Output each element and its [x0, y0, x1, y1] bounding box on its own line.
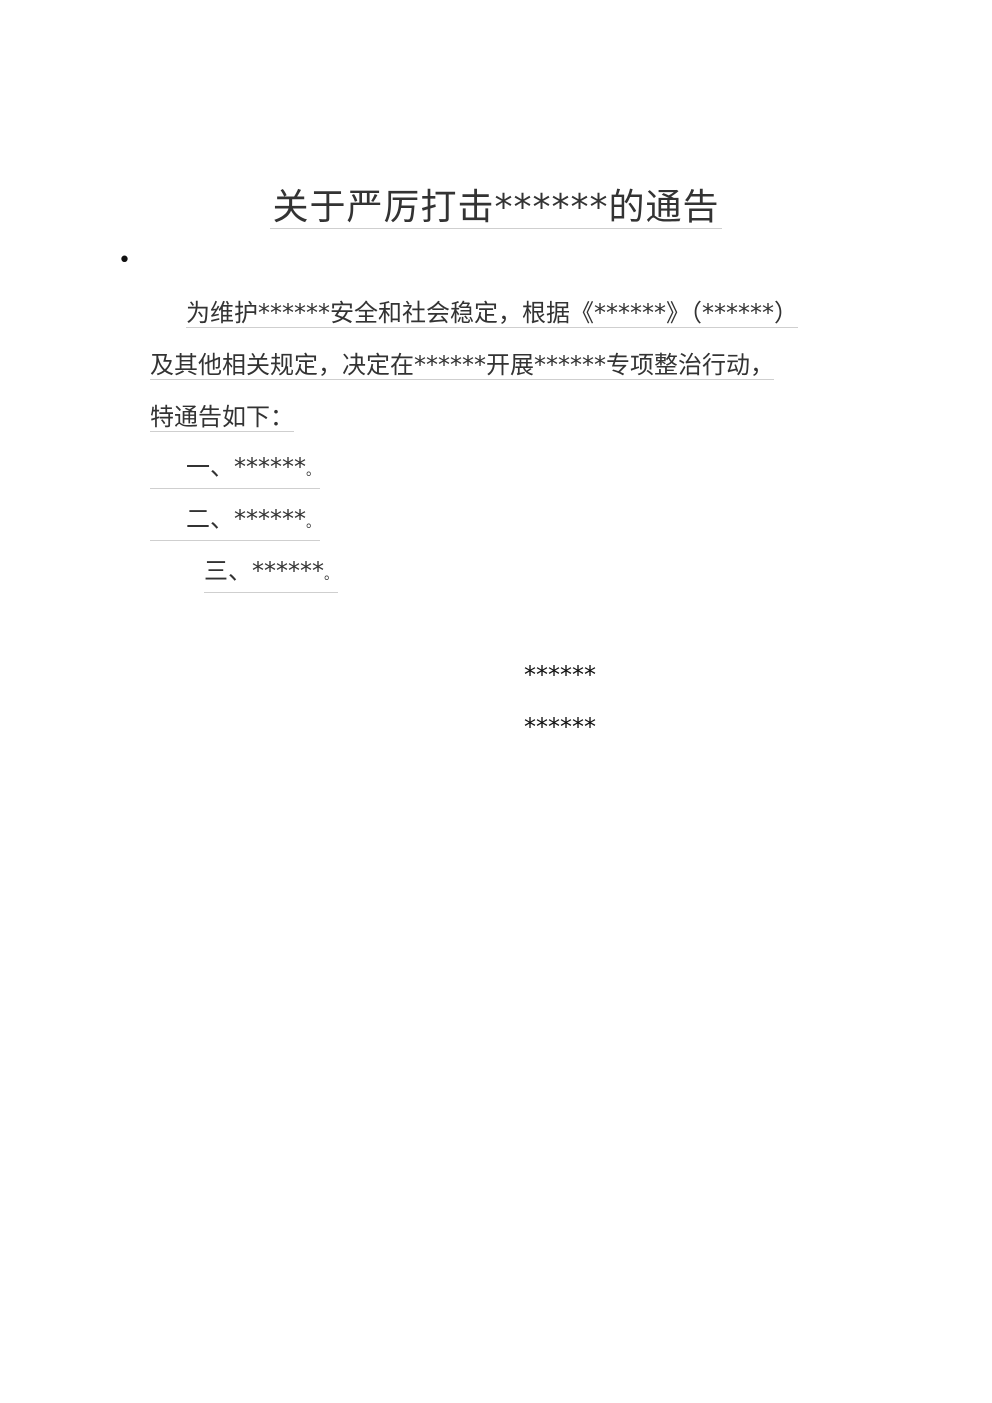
notice-title-text: 关于严厉打击******的通告 — [270, 187, 722, 229]
list-item-1-end: 。 — [306, 463, 320, 479]
paragraph-line-1-text: 为维护******安全和社会稳定，根据《******》（******） — [186, 299, 798, 328]
list-item-3: 三、******。 — [204, 554, 338, 593]
list-item-1-text: ****** — [234, 453, 306, 481]
paragraph-line-3-text: 特通告如下： — [150, 403, 294, 432]
list-item-2-end: 。 — [306, 515, 320, 531]
signature-date: ****** — [524, 713, 596, 741]
list-item-2-label: 二、 — [186, 505, 234, 533]
list-item-1: 一、******。 — [150, 450, 320, 489]
list-item-3-label: 三、 — [204, 557, 252, 585]
paragraph-line-2-text: 及其他相关规定，决定在******开展******专项整治行动， — [150, 351, 774, 380]
list-bullet: • — [118, 248, 131, 273]
list-item-2-text: ****** — [234, 505, 306, 533]
paragraph-line-1: 为维护******安全和社会稳定，根据《******》（******） — [186, 296, 798, 330]
list-item-3-text: ****** — [252, 557, 324, 585]
paragraph-line-3: 特通告如下： — [150, 400, 294, 434]
notice-title: 关于严厉打击******的通告 — [0, 186, 992, 230]
list-item-1-label: 一、 — [186, 453, 234, 481]
paragraph-line-2: 及其他相关规定，决定在******开展******专项整治行动， — [150, 348, 774, 382]
list-item-2: 二、******。 — [150, 502, 320, 541]
signature-issuer: ****** — [524, 661, 596, 689]
list-item-3-end: 。 — [324, 567, 338, 583]
